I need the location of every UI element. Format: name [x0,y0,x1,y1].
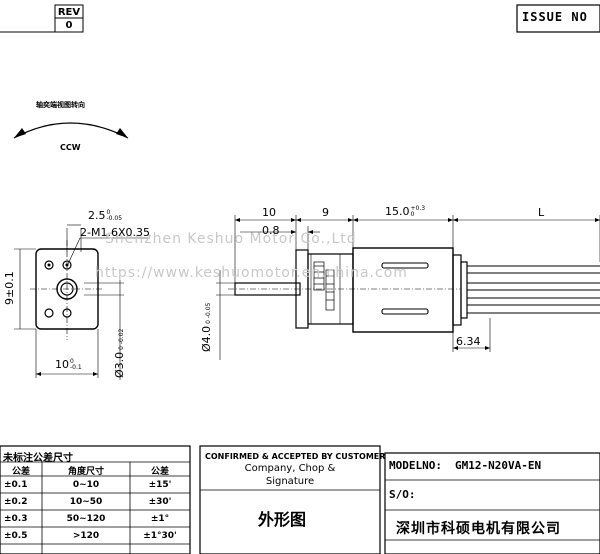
tol-row-4-col-2: >120 [72,531,100,541]
tolerance-table-title: 未标注公差尺寸 [3,453,73,464]
rotation-indicator [13,122,129,139]
tol-row-2-col-2: 10~50 [69,497,103,507]
watermark-company: Shenzhen Keshuo Motor Co.,Ltd [105,231,357,247]
side-dim-0-8: 0.8 [262,224,280,237]
front-view [14,224,150,380]
tol-header-2: 角度尺寸 [67,467,104,477]
confirm-line-3: Signature [265,476,315,487]
issue-box [516,4,600,33]
model-value: GM12-N20VA-EN [455,459,542,472]
company-name: 深圳市科硕电机有限公司 [396,521,561,537]
tol-row-3-col-3: ±1° [150,514,170,524]
front-dim-height: 9±0.1 [3,271,16,305]
tol-row-4-col-3: ±1°30' [143,531,177,541]
tol-row-2-col-1: ±0.2 [4,497,28,507]
tol-row-1-col-3: ±15' [148,480,172,490]
rev-label: REV [57,7,81,18]
confirm-line-2: Company, Chop & [244,463,336,474]
tol-header-1: 公差 [11,467,30,477]
side-dim-shaft-dia: Ø4.0 0 -0.05 [200,302,213,352]
side-view [216,215,600,360]
front-dim-width: 100-0.1 [55,358,82,371]
tol-header-3: 公差 [150,467,169,477]
side-dim-L: L [538,206,545,219]
rev-value: 0 [65,20,73,31]
model-label: MODELNO: [389,459,442,472]
tol-row-3-col-2: 50~120 [66,514,106,524]
thread-label: 2-M1.6X0.35 [80,226,150,239]
watermark-url: https://www.keshuomotor.en.china.com [95,265,408,281]
tol-row-1-col-2: 0~10 [72,480,100,490]
tol-row-4-col-1: ±0.5 [4,531,28,541]
side-dim-10: 10 [262,206,276,219]
tol-row-2-col-3: ±30' [148,497,172,507]
so-label: S/O: [389,488,416,501]
side-dim-6-34: 6.34 [456,335,481,348]
front-dim-2-5: 2.50-0.05 [88,209,123,222]
tol-row-1-col-1: ±0.1 [4,480,28,490]
rotation-direction: CCW [60,143,81,152]
confirm-title: CONFIRMED & ACCEPTED BY CUSTOMER [205,452,386,461]
front-dim-shaft: Ø3.0 0 -0.02 [113,328,126,378]
rotation-caption: 轴奕端视图转向 [36,101,85,109]
drawing-name: 外形图 [258,510,307,529]
issue-number-label: ISSUE NO [522,10,588,24]
side-dim-9: 9 [322,206,329,219]
title-block-grid [0,445,600,554]
tol-row-3-col-1: ±0.3 [4,514,28,524]
